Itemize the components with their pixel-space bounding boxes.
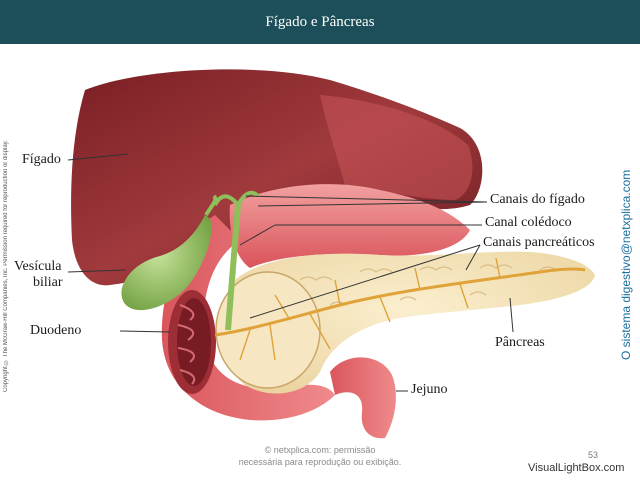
label-pancreatic-ducts: Canais pancreáticos (483, 235, 595, 250)
permission-line-2: necessária para reprodução ou exibição. (238, 457, 402, 467)
duodenum-inner (177, 298, 211, 386)
duodenum-folds (177, 304, 196, 385)
permission-line-1: © netxplica.com: permissão (264, 445, 376, 455)
gallbladder-shape (121, 215, 212, 311)
copyright-side-text: Copyright © The McGraw-Hill Companies, I… (3, 140, 9, 392)
watermark-text: VisualLightBox.com (528, 462, 625, 474)
site-side-text: O sistema digestivo@netxplica.com (619, 169, 633, 360)
slide-header: Fígado e Pâncreas (0, 0, 640, 44)
label-gallbladder-1: Vesícula (14, 259, 62, 274)
label-jejunum: Jejuno (411, 382, 448, 397)
common-bile-duct (225, 204, 241, 331)
liver-right-lobe-highlight (320, 95, 473, 200)
hepatic-ducts (213, 190, 260, 209)
slide-title: Fígado e Pâncreas (265, 13, 375, 30)
pancreatic-duct (214, 267, 586, 337)
label-duodenum: Duodeno (30, 323, 82, 338)
label-hepatic-ducts: Canais do fígado (490, 192, 585, 207)
page-number: 53 (588, 450, 599, 460)
label-common-bile-duct: Canal colédoco (485, 215, 572, 230)
label-gallbladder-2: biliar (33, 275, 63, 290)
anatomy-illustration (67, 69, 595, 439)
label-pancreas: Pâncreas (495, 335, 545, 350)
pancreas-head-section (215, 271, 321, 389)
jejunum-shape (330, 357, 396, 439)
pancreas-shape (224, 251, 595, 394)
label-liver: Fígado (22, 152, 61, 167)
cystic-duct (204, 194, 218, 217)
leader-lines (67, 153, 514, 392)
permission-note: © netxplica.com: permissão necessária pa… (220, 444, 420, 468)
